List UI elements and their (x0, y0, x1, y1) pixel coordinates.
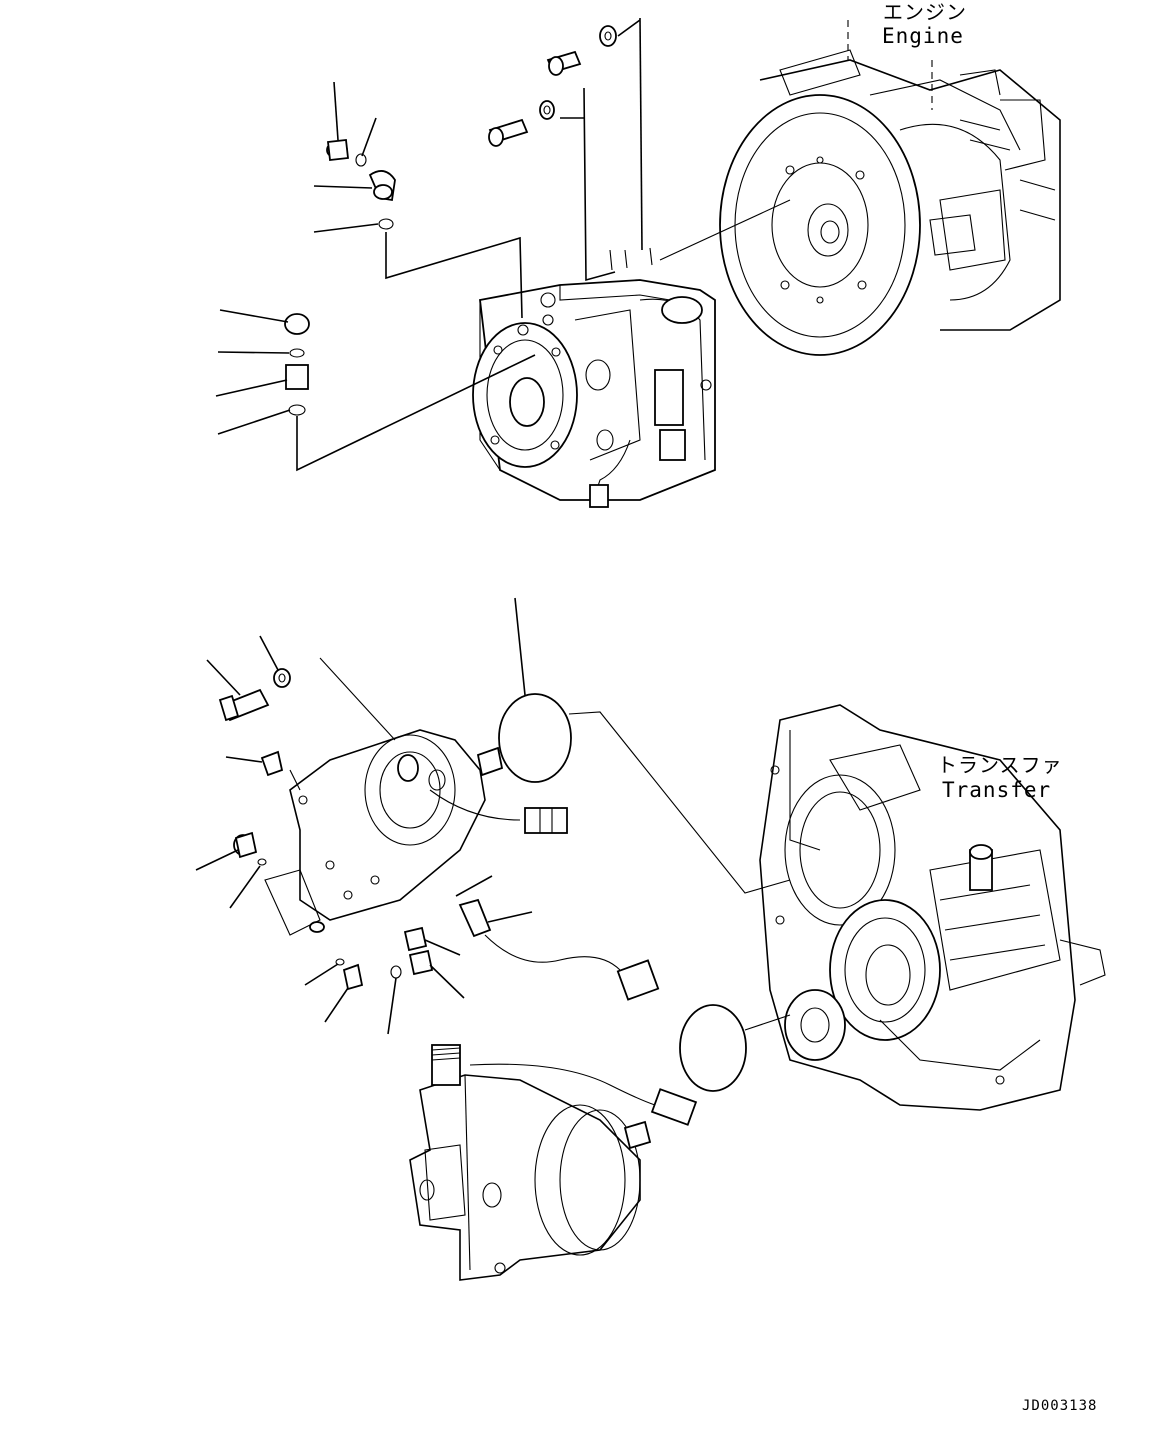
bottom-fittings (218, 668, 660, 1001)
main-pump (472, 247, 716, 508)
drawing-code: JD003138 (1022, 1398, 1098, 1414)
motor-assembly (409, 1044, 698, 1281)
top-fittings (284, 25, 617, 416)
engine-label-en: Engine (882, 24, 964, 48)
motor-exploded-housing (264, 729, 568, 936)
transfer-label-en: Transfer (942, 778, 1052, 802)
engine-assembly (719, 20, 1061, 356)
o-ring-large-lower (679, 1004, 747, 1092)
bottom-leader-lines (195, 597, 791, 1035)
engine-label-jp: エンジン (883, 0, 967, 24)
transfer-label-jp: トランスファ (937, 753, 1063, 777)
top-leader-lines (215, 17, 791, 472)
o-ring-large-upper (498, 693, 572, 783)
transfer-assembly (759, 704, 1106, 1111)
